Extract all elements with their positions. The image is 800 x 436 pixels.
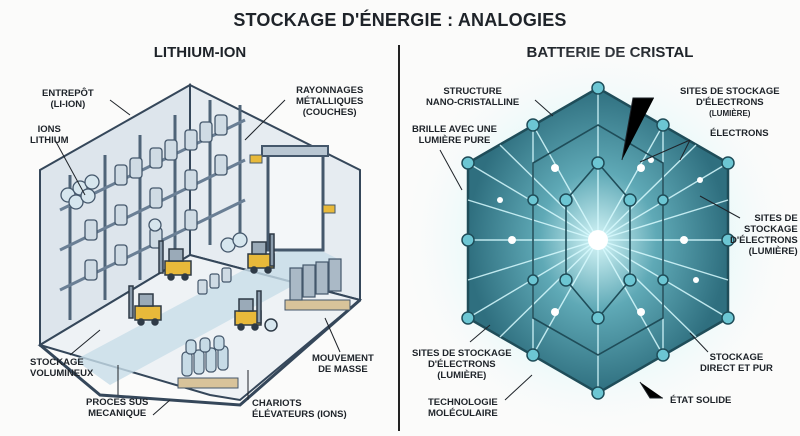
label-line: (LUMIÈRE) (437, 370, 487, 381)
label-line: MOUVEMENT (312, 353, 374, 364)
label-line: ÉLÉVATEURS (IONS) (252, 409, 347, 420)
label-line: TECHNOLOGIE (428, 397, 498, 408)
label-line: CHARIOTS (252, 398, 302, 409)
label-etat-solide: ÉTAT SOLIDE (670, 395, 731, 406)
label-line: BRILLE AVEC UNE (412, 124, 497, 135)
page-title: STOCKAGE D'ÉNERGIE : ANALOGIES (233, 10, 567, 30)
label-line: DIRECT ET PUR (700, 363, 773, 374)
label-structure: STRUCTURE NANO-CRISTALLINE (426, 86, 519, 108)
label-chariots-elevateurs: CHARIOTS ÉLÉVATEURS (IONS) (252, 398, 347, 420)
label-line: NANO-CRISTALLINE (426, 97, 520, 108)
label-line: STOCKAGE (709, 352, 764, 363)
label-rayonnages: RAYONNAGES MÉTALLIQUES (COUCHES) (296, 85, 363, 118)
label-line: (LUMIÈRE) (748, 246, 798, 257)
label-line: VOLUMINEUX (30, 368, 94, 379)
label-line: DE MASSE (318, 364, 368, 375)
label-line: MOLÉCULAIRE (428, 408, 498, 419)
label-line: (COUCHES) (302, 107, 357, 118)
label-brille: BRILLE AVEC UNE LUMIÈRE PURE (412, 124, 497, 146)
label-line: D'ÉLECTRONS (427, 359, 496, 370)
label-line: MÉTALLIQUES (296, 96, 364, 107)
label-line: (LI-ION) (50, 99, 86, 110)
label-line: SITES DE STOCKAGE (680, 86, 780, 97)
label-line: ÉTAT SOLIDE (670, 395, 732, 406)
warehouse-illustration (37, 83, 363, 416)
label-stockage-volumineux: STOCKAGE VOLUMINEUX (30, 357, 93, 379)
label-electrons: ÉLECTRONS (710, 128, 769, 139)
label-line: ÉLECTRONS (710, 128, 769, 139)
label-stockage-direct: STOCKAGE DIRECT ET PUR (700, 352, 773, 374)
left-heading: LITHIUM-ION (153, 44, 247, 61)
label-entrepot: ENTREPÔT (LI-ION) (42, 88, 94, 110)
label-line: LUMIÈRE PURE (418, 135, 491, 146)
label-sites-right: SITES DE STOCKAGE D'ÉLECTRONS (LUMIÈRE) (730, 213, 798, 257)
label-line: (LUMIÈRE) (709, 109, 751, 118)
label-ions-lithium: IONS LITHIUM (30, 124, 69, 146)
label-line: STOCKAGE (744, 224, 798, 235)
label-line: RAYONNAGES (296, 85, 364, 96)
label-line: D'ÉLECTRONS (695, 97, 764, 108)
label-line: MECANIQUE (88, 408, 147, 419)
label-sites-bottom: SITES DE STOCKAGE D'ÉLECTRONS (LUMIÈRE) (412, 348, 512, 381)
label-line: PROCES SUS (86, 397, 149, 408)
label-line: SITES DE STOCKAGE (412, 348, 512, 359)
right-heading: BATTERIE DE CRISTAL (526, 44, 694, 61)
label-sites-top: SITES DE STOCKAGE D'ÉLECTRONS (LUMIÈRE) (680, 86, 780, 119)
label-line: LITHIUM (30, 135, 69, 146)
label-line: STRUCTURE (443, 86, 502, 97)
label-line: ENTREPÔT (42, 88, 94, 99)
label-processus-mecanique: PROCES SUS MECANIQUE (86, 397, 148, 419)
label-mouvement-masse: MOUVEMENT DE MASSE (312, 353, 374, 375)
label-line: IONS (37, 124, 61, 135)
label-line: SITES DE (754, 213, 798, 224)
label-line: STOCKAGE (30, 357, 84, 368)
label-technologie: TECHNOLOGIE MOLÉCULAIRE (428, 397, 498, 419)
label-line: D'ÉLECTRONS (730, 235, 798, 246)
